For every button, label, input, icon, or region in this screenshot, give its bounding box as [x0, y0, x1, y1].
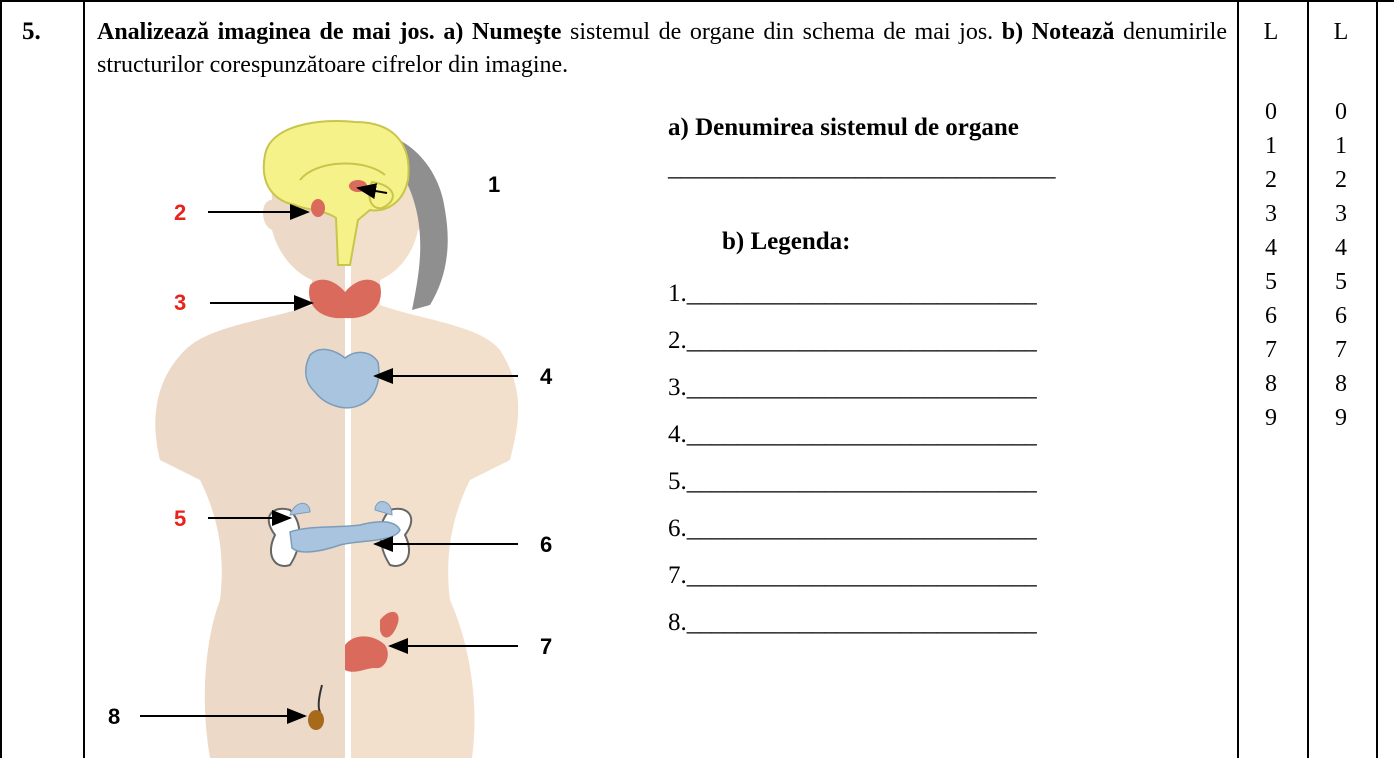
kidneys-pancreas-icon [267, 501, 413, 567]
score-option[interactable]: 7 [1335, 337, 1347, 363]
score-header: L [1333, 19, 1349, 45]
task-verb-b: b) Notează [1001, 19, 1115, 45]
legend-title: b) Legenda: [722, 228, 851, 255]
score-option[interactable]: 3 [1265, 201, 1277, 227]
legend-field-7[interactable]: 7.____________________________ [668, 562, 1037, 589]
testis-icon [308, 684, 324, 730]
score-column-2: L 0 1 2 3 4 5 6 7 8 9 [1311, 16, 1371, 435]
thymus-icon [305, 348, 380, 409]
ovary-icon [345, 611, 399, 672]
column-divider [1237, 0, 1239, 758]
diagram-label-3: 3 [174, 290, 186, 315]
legend-field-5[interactable]: 5.____________________________ [668, 468, 1037, 495]
score-header: L [1263, 19, 1279, 45]
score-option[interactable]: 9 [1265, 405, 1277, 431]
score-option[interactable]: 2 [1265, 167, 1277, 193]
legend-field-3[interactable]: 3.____________________________ [668, 374, 1037, 401]
score-option[interactable]: 8 [1265, 371, 1277, 397]
pituitary-gland [311, 199, 325, 217]
diagram-label-4: 4 [540, 364, 553, 389]
score-option[interactable]: 4 [1335, 235, 1347, 261]
legend-field-8[interactable]: 8.____________________________ [668, 609, 1037, 636]
score-option[interactable]: 9 [1335, 405, 1347, 431]
score-column-1: L 0 1 2 3 4 5 6 7 8 9 [1241, 16, 1301, 435]
score-option[interactable]: 1 [1265, 133, 1277, 159]
diagram-label-8: 8 [108, 704, 120, 729]
score-option[interactable]: 4 [1265, 235, 1277, 261]
diagram-label-7: 7 [540, 634, 552, 659]
score-option[interactable]: 7 [1265, 337, 1277, 363]
thyroid-icon [309, 279, 381, 319]
pineal-gland [349, 180, 367, 192]
pointer-1 [356, 183, 388, 199]
score-option[interactable]: 0 [1335, 99, 1347, 125]
column-divider [1307, 0, 1309, 758]
question-number: 5. [22, 18, 41, 45]
diagram-label-6: 6 [540, 532, 552, 557]
task-text-a: sistemul de organe din schema de mai jos… [561, 19, 1002, 45]
task-lead: Analizează imaginea de mai jos. a) [97, 19, 473, 45]
body-silhouette [155, 120, 519, 758]
answer-a-field[interactable]: _______________________________ [668, 154, 1056, 181]
task-verb-a: Numeşte [472, 19, 562, 45]
score-option[interactable]: 6 [1265, 303, 1277, 329]
legend-field-1[interactable]: 1.____________________________ [668, 280, 1037, 307]
column-divider [83, 0, 85, 758]
table-left-border [0, 0, 2, 758]
diagram-label-1: 1 [488, 172, 500, 197]
legend-field-4[interactable]: 4.____________________________ [668, 421, 1037, 448]
table-right-border [1376, 0, 1378, 758]
diagram-label-5: 5 [174, 506, 186, 531]
score-option[interactable]: 6 [1335, 303, 1347, 329]
table-top-border [0, 0, 1394, 2]
legend-field-2[interactable]: 2.____________________________ [668, 327, 1037, 354]
score-option[interactable]: 5 [1265, 269, 1277, 295]
score-option[interactable]: 3 [1335, 201, 1347, 227]
endocrine-diagram: 1 2 3 4 5 6 7 8 [108, 119, 553, 758]
task-text-b: denumirile structurilor corespunzătoare … [97, 19, 1228, 78]
diagram-label-2: 2 [174, 200, 186, 225]
question-text: Analizează imaginea de mai jos. a) Numeş… [97, 16, 1227, 82]
answer-a-title: a) Denumirea sistemul de organe [668, 114, 1019, 141]
score-option[interactable]: 2 [1335, 167, 1347, 193]
score-option[interactable]: 8 [1335, 371, 1347, 397]
score-option[interactable]: 5 [1335, 269, 1347, 295]
score-option[interactable]: 0 [1265, 99, 1277, 125]
score-option[interactable]: 1 [1335, 133, 1347, 159]
legend-field-6[interactable]: 6.____________________________ [668, 515, 1037, 542]
